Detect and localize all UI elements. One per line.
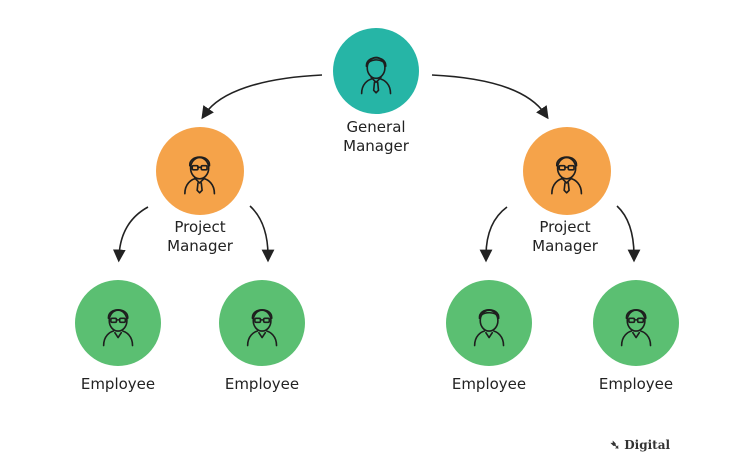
project-manager-right-label: Project Manager [510, 218, 620, 256]
watermark-text: Digital [624, 438, 671, 452]
watermark-icon: ➴ [610, 438, 621, 452]
project-manager-right-node[interactable] [523, 127, 611, 215]
arrow-pm-right-to-employee-3 [479, 206, 508, 263]
project-manager-left-node[interactable] [156, 127, 244, 215]
person-glasses-icon [620, 308, 652, 347]
general-manager-label-line2: Manager [343, 137, 409, 155]
project-manager-right-label-line1: Project [539, 218, 591, 236]
arrow-pm-left-to-employee-1 [112, 206, 149, 263]
employee-label-3: Employee [451, 375, 527, 393]
project-manager-left-label-line1: Project [174, 218, 226, 236]
person-icon [473, 308, 505, 347]
arrow-gm-to-pm-right [431, 74, 549, 120]
employee-node-1[interactable] [75, 280, 161, 366]
person-glasses-icon [551, 156, 583, 195]
person-glasses-icon [102, 308, 134, 347]
project-manager-left-label: Project Manager [145, 218, 255, 256]
person-tie-icon [360, 56, 392, 95]
project-manager-right-label-line2: Manager [532, 237, 598, 255]
employee-node-2[interactable] [219, 280, 305, 366]
employee-node-3[interactable] [446, 280, 532, 366]
general-manager-label: General Manager [321, 118, 431, 156]
employee-label-1: Employee [80, 375, 156, 393]
general-manager-node[interactable] [333, 28, 419, 114]
person-glasses-icon [246, 308, 278, 347]
watermark: ➴ Digital [610, 438, 670, 452]
employee-node-4[interactable] [593, 280, 679, 366]
arrow-gm-to-pm-left [201, 74, 323, 120]
arrow-pm-left-to-employee-2 [249, 205, 275, 263]
arrow-pm-right-to-employee-4 [616, 205, 641, 263]
employee-label-4: Employee [598, 375, 674, 393]
person-glasses-icon [184, 156, 216, 195]
employee-label-2: Employee [224, 375, 300, 393]
project-manager-left-label-line2: Manager [167, 237, 233, 255]
general-manager-label-line1: General [346, 118, 406, 136]
